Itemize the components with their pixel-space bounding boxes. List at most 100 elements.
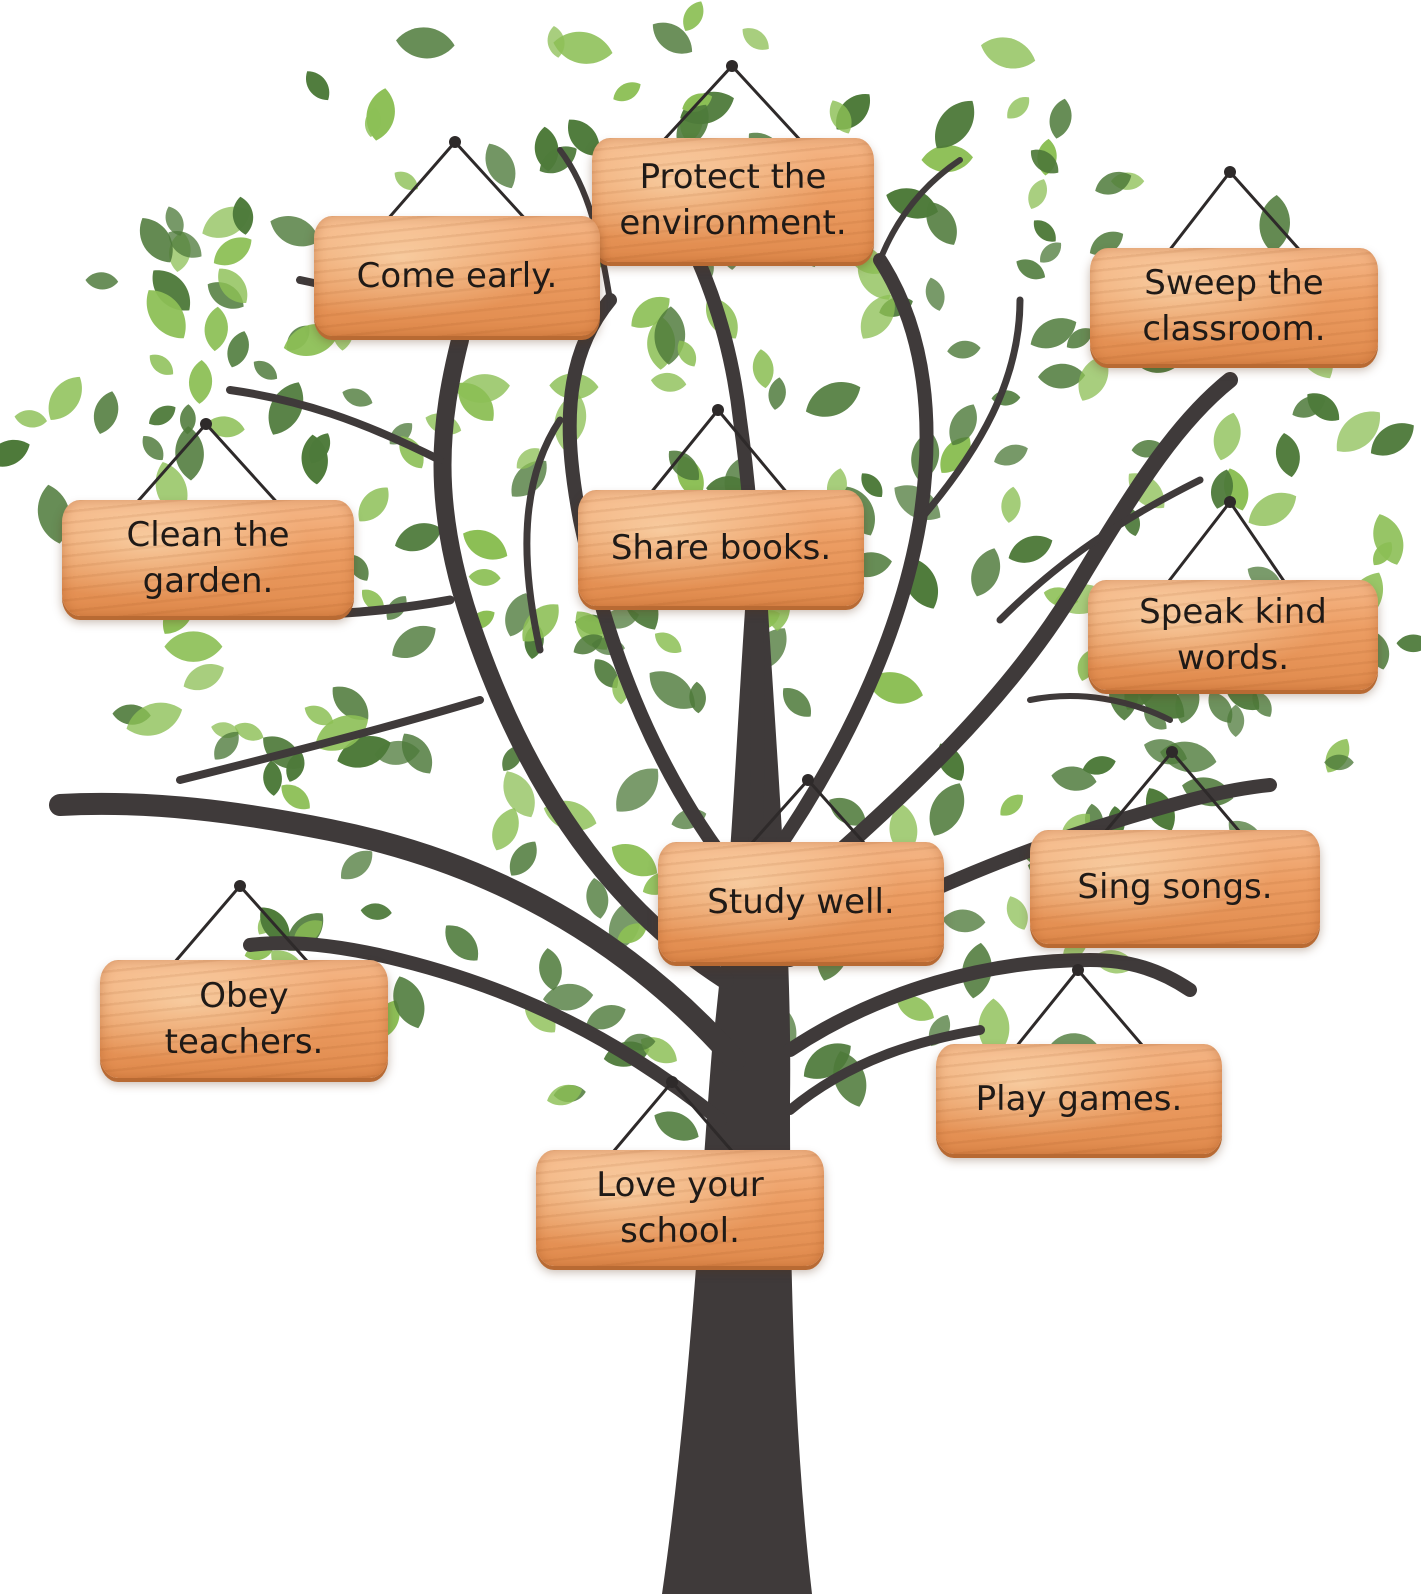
leaf bbox=[516, 448, 540, 469]
tree-trunk bbox=[662, 610, 812, 1594]
leaf bbox=[654, 632, 682, 653]
leaf bbox=[85, 272, 119, 290]
leaf bbox=[401, 733, 433, 774]
leaf bbox=[594, 659, 619, 689]
leaf bbox=[468, 569, 501, 586]
leaf bbox=[1033, 220, 1056, 242]
leaf bbox=[1001, 486, 1021, 523]
leaf bbox=[232, 196, 254, 235]
leaf bbox=[981, 37, 1036, 69]
leaf bbox=[142, 436, 164, 461]
leaf bbox=[971, 548, 1001, 597]
leaf bbox=[304, 705, 334, 726]
sign-label: Study well. bbox=[707, 882, 895, 922]
leaf bbox=[650, 373, 687, 392]
leaf bbox=[1175, 681, 1200, 724]
leaf bbox=[921, 145, 973, 173]
leaf bbox=[652, 22, 693, 54]
leaf bbox=[947, 340, 981, 359]
leaf bbox=[309, 433, 331, 464]
leaf bbox=[547, 1084, 583, 1106]
leaf bbox=[925, 277, 945, 311]
leaf bbox=[189, 359, 213, 404]
leaf bbox=[586, 878, 609, 919]
leaf bbox=[1028, 179, 1047, 209]
leaf bbox=[1000, 794, 1023, 816]
sign-study-well: Study well. bbox=[658, 842, 944, 962]
leaf bbox=[213, 237, 252, 266]
sign-sing-songs: Sing songs. bbox=[1030, 830, 1320, 944]
leaf bbox=[164, 631, 223, 662]
leaf bbox=[829, 100, 852, 134]
leaf bbox=[617, 923, 647, 944]
leaf bbox=[1227, 704, 1245, 737]
sign-obey-teachers: Obey teachers. bbox=[100, 960, 388, 1078]
leaf bbox=[613, 82, 641, 102]
leaf bbox=[1008, 535, 1053, 563]
leaf bbox=[542, 983, 594, 1011]
leaf bbox=[867, 672, 923, 704]
leaf bbox=[860, 294, 895, 339]
leaf bbox=[649, 671, 695, 709]
sign-speak-kind-words: Speak kind words. bbox=[1088, 580, 1378, 690]
leaf bbox=[1040, 242, 1062, 263]
leaf bbox=[896, 995, 934, 1021]
leaf bbox=[1396, 634, 1421, 653]
leaf bbox=[1016, 259, 1046, 280]
sign-label: Speak kind words. bbox=[1139, 592, 1327, 678]
leaf bbox=[1049, 98, 1072, 139]
leaf bbox=[978, 998, 1010, 1058]
leaf bbox=[458, 382, 494, 421]
leaf bbox=[1095, 171, 1132, 195]
leaf bbox=[942, 909, 986, 933]
sign-label: Come early. bbox=[356, 256, 558, 296]
leaf bbox=[485, 143, 516, 189]
sign-love-your-school: Love your school. bbox=[536, 1150, 824, 1266]
leaf bbox=[214, 731, 239, 760]
sign-sweep-classroom: Sweep the classroom. bbox=[1090, 248, 1378, 364]
sign-play-games: Play games. bbox=[936, 1044, 1222, 1154]
leaf bbox=[1373, 514, 1404, 565]
leaf bbox=[445, 925, 479, 961]
leaf bbox=[37, 484, 71, 544]
leaf bbox=[683, 1, 704, 31]
leaf bbox=[1030, 318, 1077, 349]
leaf bbox=[534, 126, 559, 172]
leaf bbox=[360, 903, 392, 920]
leaf bbox=[139, 217, 173, 263]
leaf bbox=[503, 771, 535, 818]
leaf bbox=[492, 808, 519, 851]
leaf bbox=[393, 976, 425, 1029]
leaf bbox=[253, 360, 278, 380]
leaf bbox=[364, 107, 381, 137]
leaf bbox=[180, 404, 196, 435]
sign-label: Share books. bbox=[610, 528, 832, 568]
leaf bbox=[1051, 766, 1097, 791]
leaf bbox=[1038, 363, 1086, 389]
leaf bbox=[204, 306, 228, 352]
sign-label: Sweep the classroom. bbox=[1142, 263, 1326, 349]
leaf bbox=[1370, 423, 1414, 456]
leaf bbox=[183, 664, 224, 691]
leaf bbox=[1082, 756, 1116, 775]
leaf bbox=[396, 27, 455, 59]
leaf bbox=[234, 722, 264, 741]
leaf bbox=[1006, 896, 1028, 930]
leaf bbox=[861, 473, 883, 497]
leaf bbox=[332, 686, 369, 720]
leaf bbox=[342, 388, 373, 407]
leaf bbox=[394, 171, 418, 190]
leaf bbox=[205, 416, 245, 438]
leaf bbox=[1078, 355, 1109, 401]
leaf bbox=[611, 843, 658, 877]
leaf bbox=[654, 306, 686, 365]
leaf bbox=[677, 340, 697, 367]
leaf bbox=[218, 268, 248, 303]
sign-protect-environment: Protect the environment. bbox=[592, 138, 874, 262]
leaf bbox=[994, 444, 1028, 466]
leaf bbox=[1324, 754, 1354, 771]
leaf bbox=[1030, 149, 1059, 174]
leaf bbox=[935, 100, 975, 149]
leaf bbox=[392, 625, 436, 659]
